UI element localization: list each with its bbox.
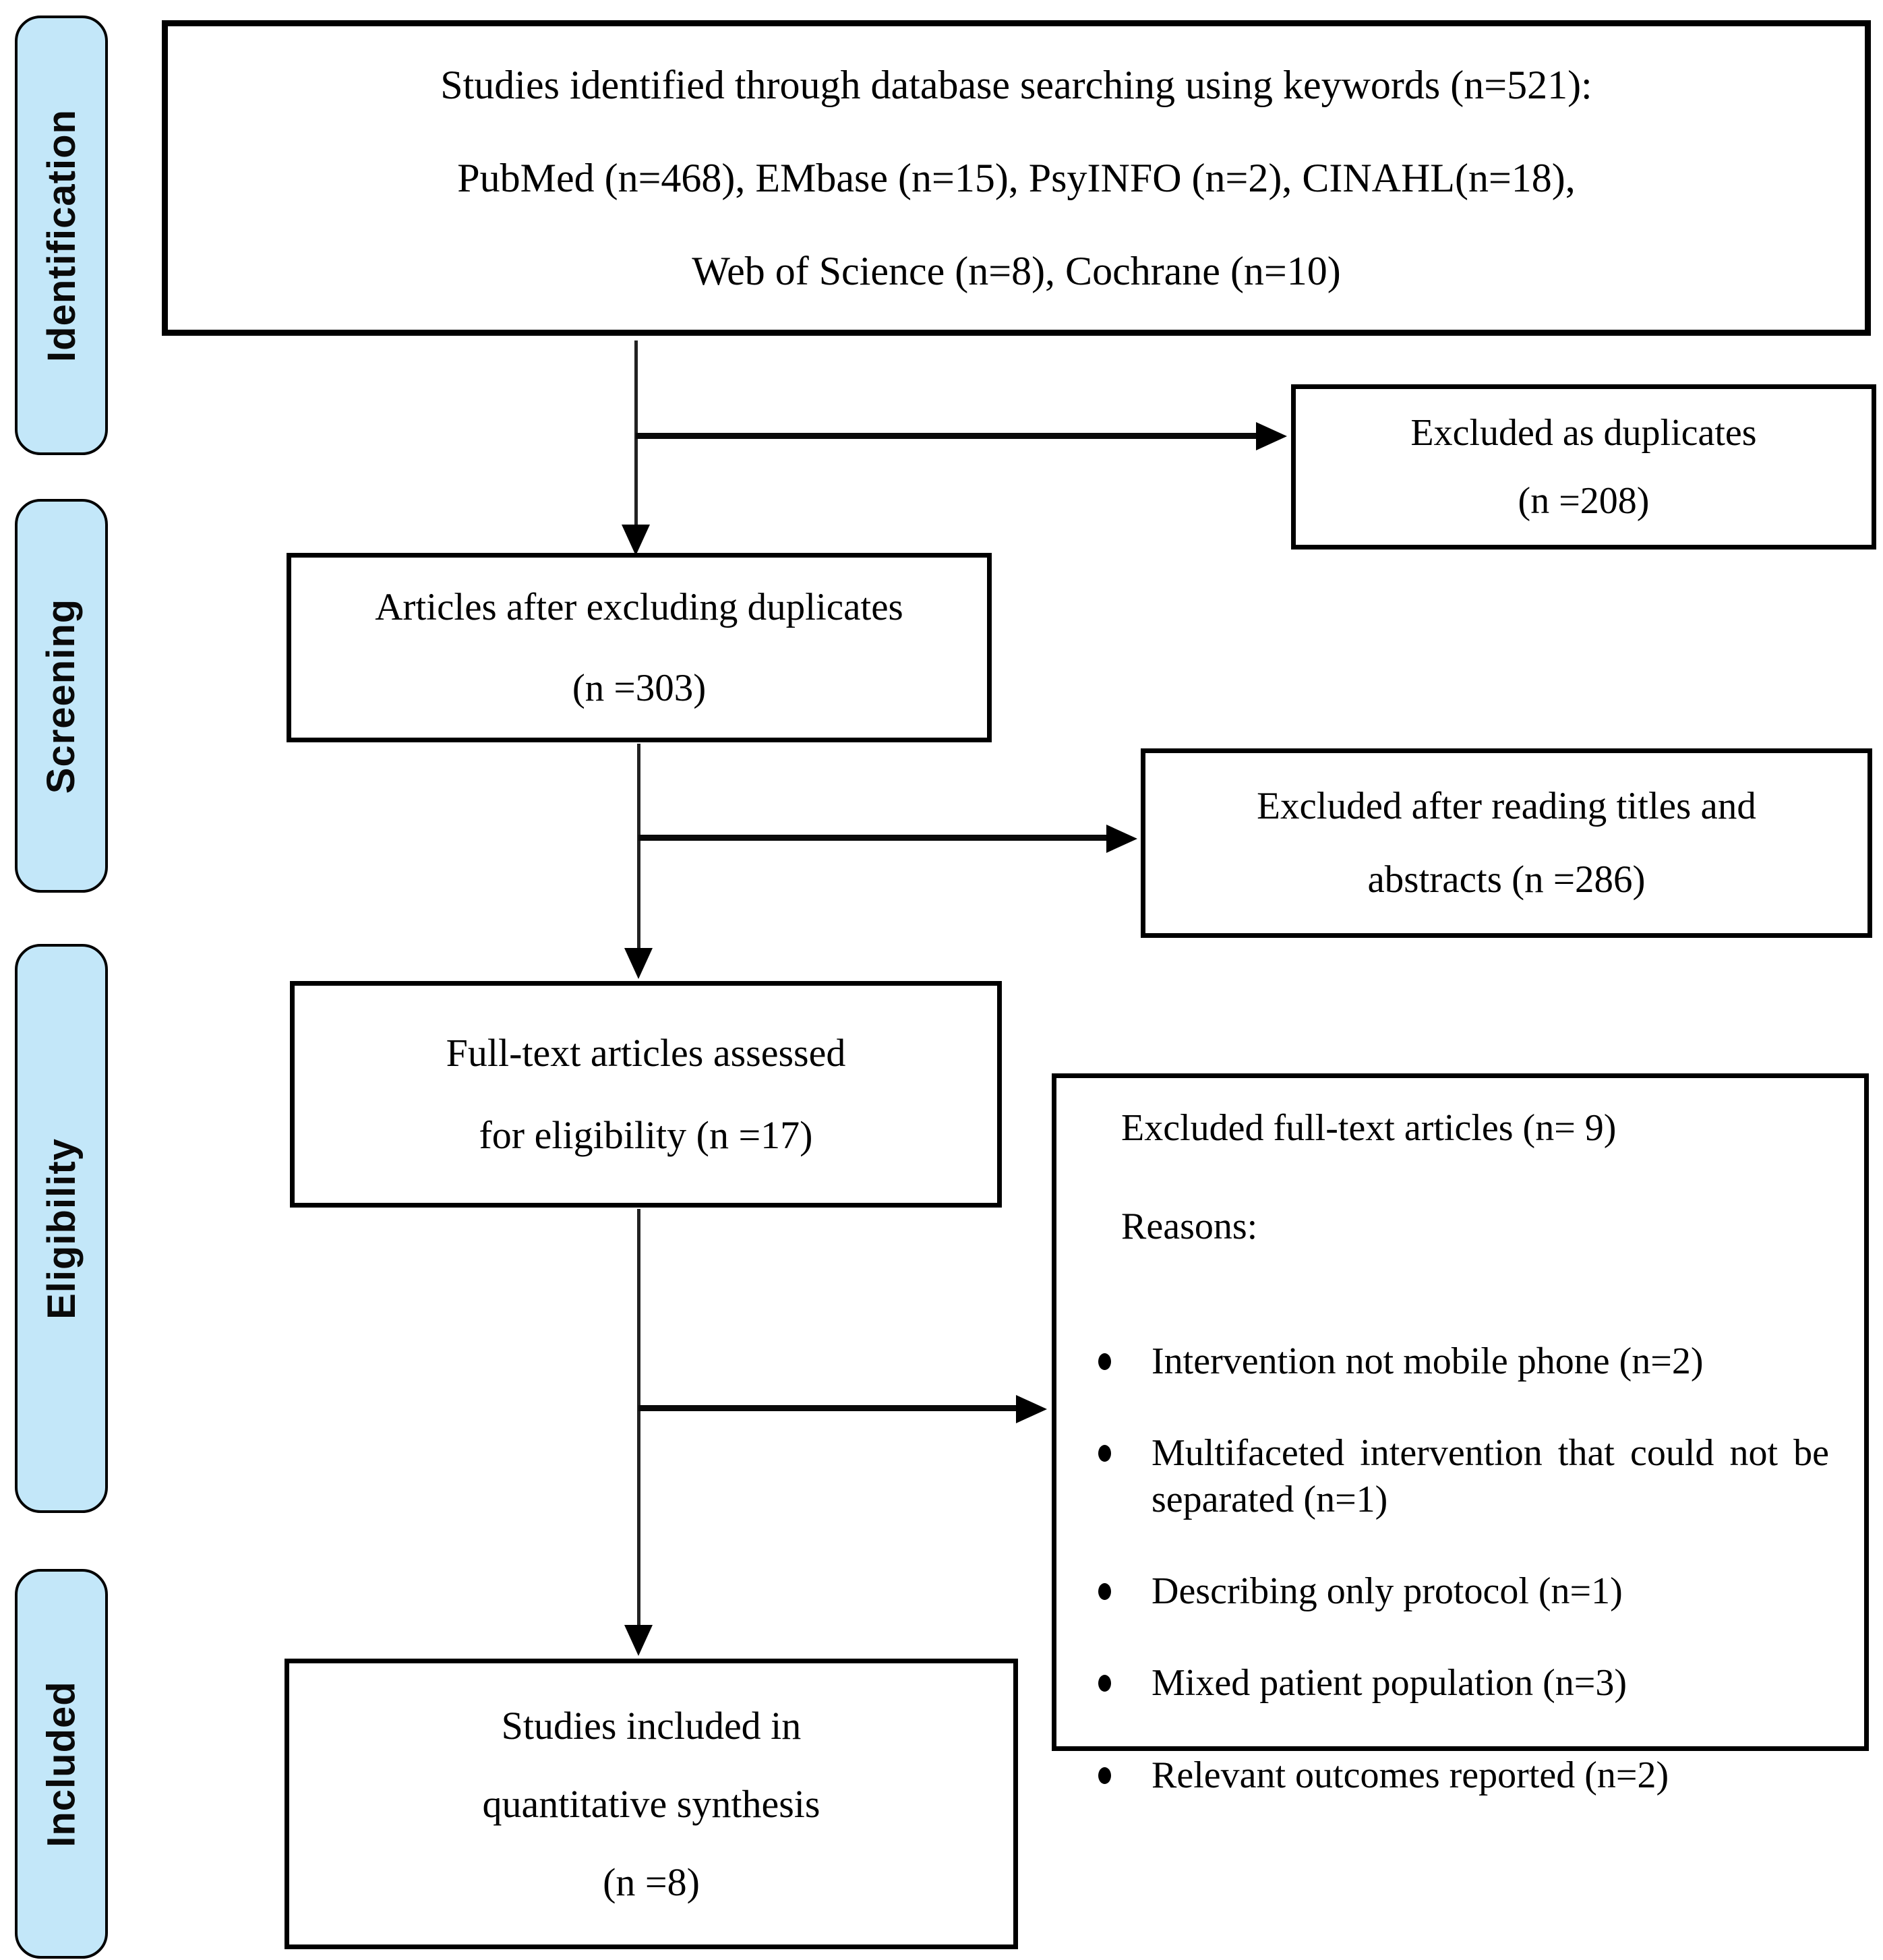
identified-line-2: PubMed (n=468), EMbase (n=15), PsyINFO (… [457, 156, 1576, 200]
identified-line-1: Studies identified through database sear… [440, 63, 1592, 107]
stage-label-screening: Screening [39, 598, 84, 794]
bullet-icon [1098, 1582, 1111, 1600]
box-excluded-duplicates: Excluded as duplicates (n =208) [1291, 384, 1876, 550]
excluded-duplicates-line-1: Excluded as duplicates [1410, 411, 1757, 454]
reason-item: Relevant outcomes reported (n=2) [1096, 1752, 1836, 1798]
reason-text-3: Describing only protocol (n=1) [1152, 1570, 1623, 1612]
box-articles-after-duplicates: Articles after excluding duplicates (n =… [287, 553, 992, 742]
reason-item: Intervention not mobile phone (n=2) [1096, 1338, 1836, 1384]
arrow-line-screening-to-eligibility [637, 744, 640, 951]
arrowhead-right-icon [1016, 1395, 1047, 1423]
reason-text-1: Intervention not mobile phone (n=2) [1152, 1340, 1704, 1382]
excluded-titles-line-2: abstracts (n =286) [1367, 858, 1646, 901]
arrow-line-to-excluded-fulltext [638, 1405, 1017, 1411]
excluded-duplicates-count: (n =208) [1518, 479, 1650, 522]
bullet-icon [1098, 1766, 1111, 1784]
stage-tab-eligibility: Eligibility [15, 944, 108, 1513]
arrowhead-right-icon [1256, 422, 1287, 450]
reason-item: Multifaceted intervention that could not… [1096, 1430, 1836, 1522]
reason-text-5: Relevant outcomes reported (n=2) [1152, 1754, 1669, 1796]
bullet-icon [1098, 1675, 1111, 1692]
arrowhead-down-icon [622, 525, 650, 556]
stage-tab-included: Included [15, 1569, 108, 1959]
arrowhead-down-icon [624, 948, 653, 979]
fulltext-line-1: Full-text articles assessed [446, 1031, 846, 1075]
identified-line-3: Web of Science (n=8), Cochrane (n=10) [692, 249, 1341, 293]
stage-tab-identification: Identification [15, 16, 108, 455]
reason-text-4: Mixed patient population (n=3) [1152, 1662, 1627, 1704]
box-studies-included: Studies included in quantitative synthes… [285, 1659, 1018, 1949]
after-duplicates-count: (n =303) [572, 666, 707, 709]
arrow-line-to-excluded-duplicates [636, 433, 1256, 439]
arrowhead-down-icon [624, 1625, 653, 1656]
bullet-icon [1098, 1353, 1111, 1370]
stage-label-included: Included [39, 1680, 84, 1847]
box-studies-identified: Studies identified through database sear… [162, 20, 1871, 336]
included-line-2: quantitative synthesis [482, 1781, 820, 1826]
arrow-line-eligibility-to-included [637, 1209, 640, 1627]
reason-item: Mixed patient population (n=3) [1096, 1660, 1836, 1706]
bullet-icon [1098, 1445, 1111, 1462]
exclusion-reason-list: Intervention not mobile phone (n=2) Mult… [1096, 1288, 1836, 1798]
stage-label-identification: Identification [39, 109, 84, 362]
excluded-fulltext-title: Excluded full-text articles (n= 9) [1121, 1107, 1617, 1149]
box-fulltext-assessed: Full-text articles assessed for eligibil… [290, 981, 1002, 1208]
box-excluded-titles-abstracts: Excluded after reading titles and abstra… [1141, 748, 1872, 938]
stage-tab-screening: Screening [15, 499, 108, 893]
reasons-label: Reasons: [1121, 1206, 1258, 1247]
after-duplicates-line-1: Articles after excluding duplicates [375, 585, 903, 628]
fulltext-line-2: for eligibility (n =17) [479, 1113, 813, 1157]
box-excluded-fulltext-reasons: Excluded full-text articles (n= 9) Reaso… [1052, 1073, 1869, 1796]
reason-text-2: Multifaceted intervention that could not… [1152, 1432, 1829, 1520]
reason-item: Describing only protocol (n=1) [1096, 1568, 1836, 1614]
included-line-1: Studies included in [501, 1703, 802, 1748]
arrow-line-to-excluded-titles [638, 835, 1108, 841]
excluded-titles-line-1: Excluded after reading titles and [1257, 785, 1756, 828]
included-count: (n =8) [603, 1860, 700, 1904]
stage-label-eligibility: Eligibility [39, 1137, 84, 1319]
arrowhead-right-icon [1106, 825, 1137, 853]
